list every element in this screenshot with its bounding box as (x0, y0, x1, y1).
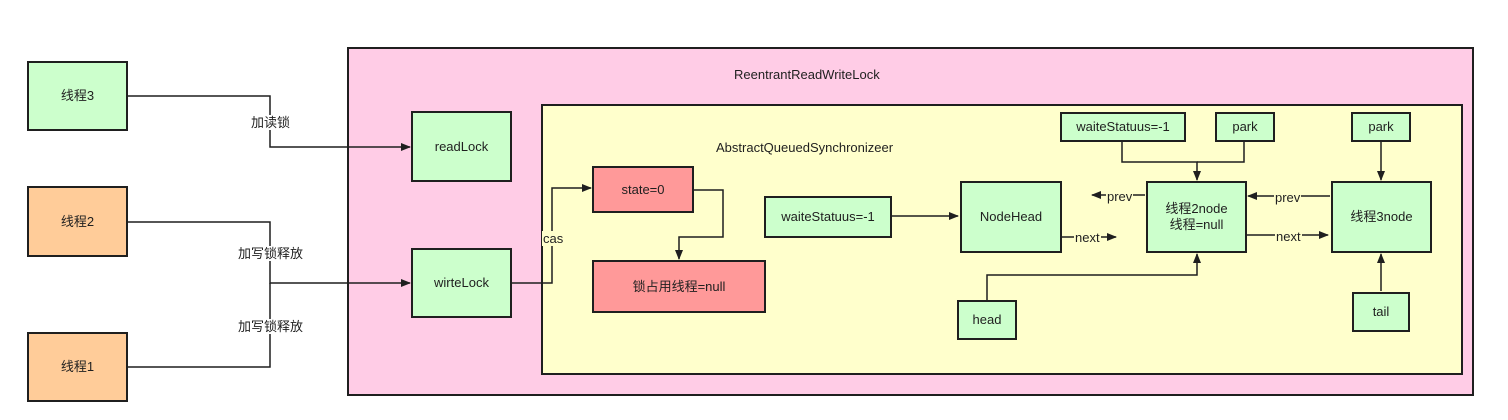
thread1-node: 线程1 (27, 332, 128, 402)
edge-label-cas: cas (542, 231, 565, 246)
edge-label-read-lock: 加读锁 (250, 115, 292, 130)
lock-owner-node: 锁占用线程=null (592, 260, 766, 313)
inner-container-title: AbstractQueuedSynchronizeer (716, 140, 894, 155)
thread2-node: 线程2 (27, 186, 128, 257)
edge-label-node3-prev: prev (1274, 190, 1302, 205)
edge-label-write-lock-t1: 加写锁释放 (237, 319, 305, 334)
thread2-queue-node-title: 线程2node (1165, 201, 1228, 216)
state-node: state=0 (592, 166, 694, 213)
thread2-queue-node-owner: 线程=null (1169, 217, 1224, 232)
edge-label-node2-prev: prev (1106, 189, 1134, 204)
edge-node2park-node2 (1197, 141, 1245, 163)
edge-head-node2 (986, 253, 1201, 300)
edge-label-node2-next: next (1275, 229, 1302, 244)
head-wait-status-node: waiteStatuus=-1 (764, 196, 892, 238)
node2-park-node: park (1215, 112, 1275, 142)
tail-pointer-node: tail (1352, 292, 1410, 332)
edge-thread1-writelock (128, 283, 271, 368)
node2-wait-status-node: waiteStatuus=-1 (1060, 112, 1186, 142)
node3-park-node: park (1351, 112, 1411, 142)
head-pointer-node: head (957, 300, 1017, 340)
thread3-node: 线程3 (27, 61, 128, 131)
edge-node2wait-node2 (1121, 141, 1201, 181)
edge-state-owner (675, 189, 724, 260)
write-lock-node: wirteLock (411, 248, 512, 318)
thread2-queue-node: 线程2node 线程=null (1146, 181, 1247, 253)
edge-label-head-next: next (1074, 230, 1101, 245)
thread3-queue-node: 线程3node (1331, 181, 1432, 253)
read-lock-node: readLock (411, 111, 512, 182)
outer-container-title: ReentrantReadWriteLock (734, 67, 880, 82)
edge-label-write-lock-t2: 加写锁释放 (237, 246, 305, 261)
node-head: NodeHead (960, 181, 1062, 253)
